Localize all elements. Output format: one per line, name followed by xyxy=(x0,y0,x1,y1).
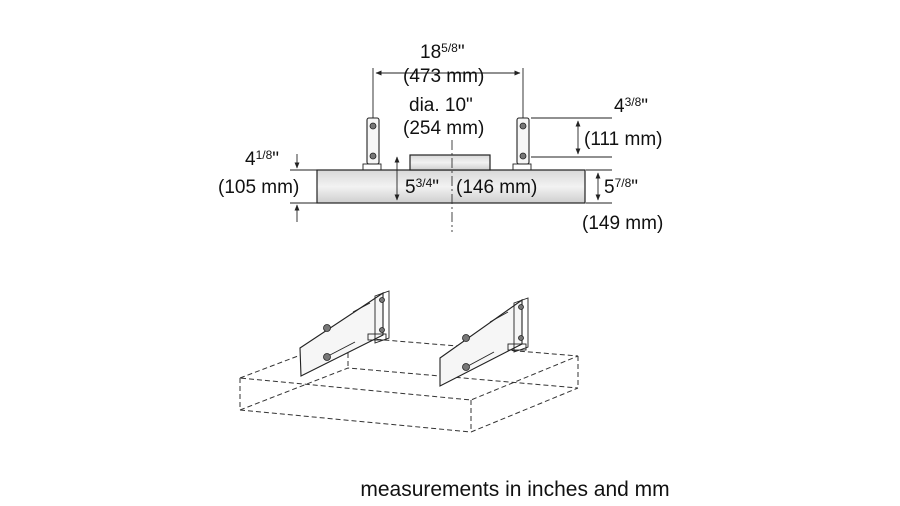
duct-diameter-metric-label: (254 mm) xyxy=(403,118,484,139)
body-height-metric-label: (146 mm) xyxy=(456,177,537,198)
left-height-label: 41/8" xyxy=(245,148,279,170)
total-height-metric-label: (149 mm) xyxy=(582,213,663,234)
right-mounting-bracket xyxy=(512,117,532,171)
left-side-bracket xyxy=(299,290,390,377)
cabinet-outline xyxy=(239,336,579,433)
right-side-bracket xyxy=(439,297,529,387)
total-height-label: 57/8" xyxy=(604,176,638,198)
bracket-height-metric-label: (111 mm) xyxy=(584,129,662,150)
left-height-metric-label: (105 mm) xyxy=(218,177,299,198)
front-view: 185/8" (473 mm) dia. 10" (254 mm) 43/8" … xyxy=(218,41,663,234)
bracket-height-label: 43/8" xyxy=(614,95,648,117)
width-label: 185/8" xyxy=(420,41,465,63)
isometric-view xyxy=(239,290,579,433)
left-mounting-bracket xyxy=(362,117,382,171)
duct-collar xyxy=(409,154,491,171)
measurements-caption: measurements in inches and mm xyxy=(360,478,670,501)
body-height-label: 53/4" xyxy=(405,176,439,198)
insert-body xyxy=(316,169,586,204)
width-metric-label: (473 mm) xyxy=(403,66,484,87)
duct-diameter-label: dia. 10" xyxy=(409,95,473,116)
